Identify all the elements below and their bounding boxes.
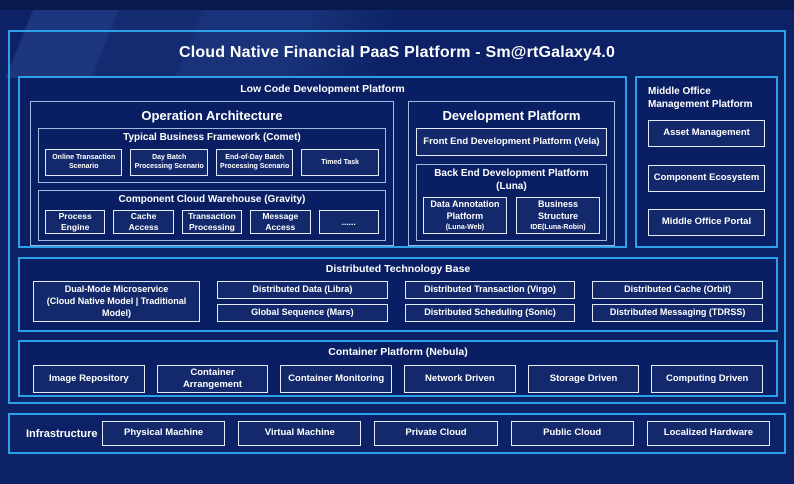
box-distributed-scheduling-sonic: Distributed Scheduling (Sonic)	[404, 303, 576, 322]
box-localized-hardware: Localized Hardware	[646, 421, 771, 446]
box-distributed-transaction-virgo: Distributed Transaction (Virgo)	[404, 281, 576, 299]
box-middle-office-portal: Middle Office Portal	[648, 209, 765, 236]
panel-back-end-development-platform: Back End Development Platform (Luna) Dat…	[415, 164, 607, 242]
panel-infrastructure: Infrastructure Physical Machine Virtual …	[8, 413, 786, 454]
panel-middle-office-management: Middle Office Management Platform Asset …	[635, 76, 778, 248]
middle-office-label: Middle Office Management Platform	[648, 86, 753, 110]
infrastructure-items: Physical Machine Virtual Machine Private…	[102, 421, 771, 446]
middle-office-items: Asset Management Component Ecosystem Mid…	[648, 120, 765, 236]
panel-typical-business-framework: Typical Business Framework (Comet) Onlin…	[38, 128, 386, 183]
component-cloud-items: Process Engine Cache Access Transaction …	[45, 210, 379, 235]
box-front-end-development-platform: Front End Development Platform (Vela)	[415, 128, 607, 157]
panel-distributed-technology-base: Distributed Technology Base Dual-Mode Mi…	[18, 257, 778, 332]
distributed-column-3: Distributed Cache (Orbit) Distributed Me…	[592, 281, 764, 322]
background-streaks	[0, 10, 500, 78]
low-code-label: Low Code Development Platform	[240, 83, 405, 95]
distributed-items: Dual-Mode Microservice (Cloud Native Mod…	[33, 281, 764, 322]
infrastructure-label: Infrastructure	[26, 427, 98, 440]
box-storage-driven: Storage Driven	[527, 364, 640, 394]
box-network-driven: Network Driven	[404, 364, 516, 394]
container-platform-label: Container Platform (Nebula)	[328, 345, 468, 358]
box-sublabel: (Luna-Web)	[445, 223, 485, 231]
box-message-access: Message Access	[250, 210, 311, 235]
development-platform-title: Development Platform	[442, 108, 581, 124]
box-distributed-messaging-tdrss: Distributed Messaging (TDRSS)	[592, 303, 764, 322]
distributed-column-2: Distributed Transaction (Virgo) Distribu…	[404, 281, 576, 322]
panel-development-platform: Development Platform Front End Developme…	[407, 101, 615, 247]
main-frame: Cloud Native Financial PaaS Platform - S…	[8, 30, 786, 404]
box-data-annotation-platform: Data Annotation Platform (Luna-Web)	[422, 197, 507, 235]
box-sublabel: IDE(Luna-Robin)	[530, 223, 586, 231]
page-title: Cloud Native Financial PaaS Platform - S…	[178, 44, 616, 61]
panel-container-platform-nebula: Container Platform (Nebula) Image Reposi…	[18, 339, 778, 397]
box-ellipsis: ......	[318, 210, 379, 235]
box-sublabel: (Cloud Native Model | Traditional Model)	[46, 296, 187, 319]
box-end-of-day-batch-processing-scenario: End-of-Day Batch Processing Scenario	[215, 148, 294, 176]
back-end-items: Data Annotation Platform (Luna-Web) Busi…	[422, 197, 601, 235]
box-virtual-machine: Virtual Machine	[238, 421, 362, 446]
operation-architecture-title: Operation Architecture	[141, 108, 283, 124]
box-day-batch-processing-scenario: Day Batch Processing Scenario	[130, 148, 208, 176]
component-cloud-label: Component Cloud Warehouse (Gravity)	[118, 193, 306, 205]
low-code-row: Operation Architecture Typical Business …	[30, 101, 615, 247]
box-timed-task: Timed Task	[301, 148, 379, 176]
box-transaction-processing: Transaction Processing	[181, 210, 243, 235]
box-private-cloud: Private Cloud	[374, 421, 498, 446]
box-container-monitoring: Container Monitoring	[280, 364, 393, 394]
box-dual-mode-microservice: Dual-Mode Microservice (Cloud Native Mod…	[33, 281, 200, 322]
box-container-arrangement: Container Arrangement	[156, 364, 269, 394]
box-online-transaction-scenario: Online Transaction Scenario	[45, 148, 123, 176]
back-end-label: Back End Development Platform (Luna)	[434, 168, 589, 192]
box-asset-management: Asset Management	[648, 120, 765, 147]
box-cache-access: Cache Access	[113, 210, 174, 235]
panel-component-cloud-warehouse: Component Cloud Warehouse (Gravity) Proc…	[38, 189, 386, 242]
panel-low-code-development-platform: Low Code Development Platform Operation …	[18, 76, 627, 248]
box-distributed-cache-orbit: Distributed Cache (Orbit)	[592, 281, 764, 299]
box-label: Data Annotation Platform	[430, 199, 500, 222]
box-physical-machine: Physical Machine	[102, 421, 226, 446]
box-business-structure-ide: Business Structure IDE(Luna-Robin)	[515, 197, 601, 235]
panel-operation-architecture: Operation Architecture Typical Business …	[30, 101, 394, 247]
box-distributed-data-libra: Distributed Data (Libra)	[217, 281, 388, 299]
box-label: Dual-Mode Microservice	[64, 284, 169, 295]
box-global-sequence-mars: Global Sequence (Mars)	[217, 303, 388, 322]
box-image-repository: Image Repository	[33, 364, 145, 394]
box-label: Business Structure	[537, 199, 578, 222]
distributed-label: Distributed Technology Base	[325, 263, 471, 275]
distributed-column-1: Distributed Data (Libra) Global Sequence…	[217, 281, 388, 322]
container-platform-items: Image Repository Container Arrangement C…	[33, 364, 764, 394]
top-row: Low Code Development Platform Operation …	[18, 76, 778, 248]
box-computing-driven: Computing Driven	[651, 364, 764, 394]
box-public-cloud: Public Cloud	[510, 421, 634, 446]
box-process-engine: Process Engine	[45, 210, 106, 235]
box-component-ecosystem: Component Ecosystem	[648, 164, 765, 192]
typical-business-label: Typical Business Framework (Comet)	[123, 132, 301, 144]
typical-business-items: Online Transaction Scenario Day Batch Pr…	[45, 148, 379, 176]
diagram-content: Low Code Development Platform Operation …	[18, 76, 778, 397]
